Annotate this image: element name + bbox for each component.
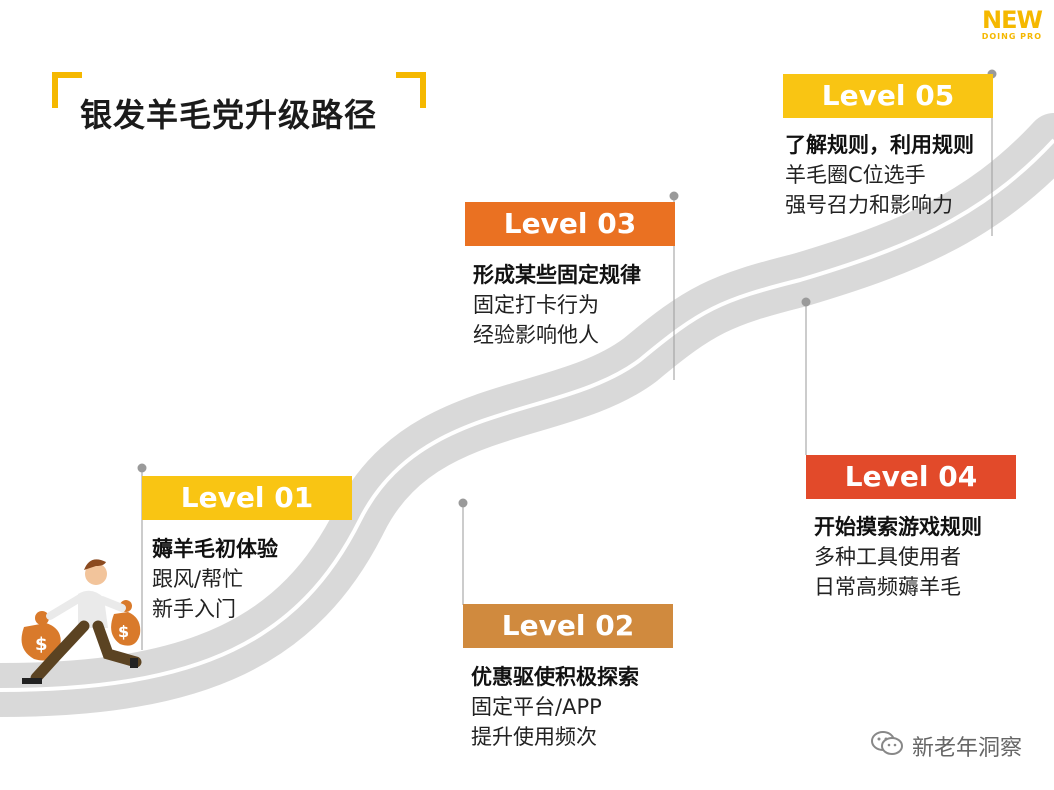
level-04-badge: Level 04 <box>806 455 1016 499</box>
level-01-line: 新手入门 <box>152 597 236 621</box>
wechat-icon <box>870 730 904 762</box>
level-02-heading: 优惠驱使积极探索 <box>471 665 639 689</box>
level-01-badge: Level 01 <box>142 476 352 520</box>
level-02-badge: Level 02 <box>463 604 673 648</box>
logo-subtitle: DOING PRO <box>981 32 1042 41</box>
level-01-heading: 薅羊毛初体验 <box>152 537 278 561</box>
page-title: 银发羊毛党升级路径 <box>80 96 378 134</box>
level-01-description: 薅羊毛初体验 跟风/帮忙 新手入门 <box>152 534 278 624</box>
svg-text:$: $ <box>35 634 48 655</box>
level-03-line: 固定打卡行为 <box>473 293 599 317</box>
title-bracket-right <box>396 72 426 108</box>
level-04-line: 多种工具使用者 <box>814 545 961 569</box>
level-05-line: 羊毛圈C位选手 <box>785 163 926 187</box>
title-bracket-left <box>52 72 82 108</box>
watermark: 新老年洞察 <box>870 730 1022 762</box>
watermark-text: 新老年洞察 <box>911 736 1022 761</box>
level-01-line: 跟风/帮忙 <box>152 567 244 591</box>
logo: NEW <box>982 6 1043 34</box>
level-03-line: 经验影响他人 <box>473 323 599 347</box>
level-05-description: 了解规则，利用规则 羊毛圈C位选手 强号召力和影响力 <box>785 130 974 220</box>
level-03-heading: 形成某些固定规律 <box>473 263 641 287</box>
svg-text:$: $ <box>118 622 129 641</box>
money-bag-icon: $ <box>21 611 61 661</box>
level-04-heading: 开始摸索游戏规则 <box>814 515 982 539</box>
level-05-heading: 了解规则，利用规则 <box>785 133 974 157</box>
level-03-description: 形成某些固定规律 固定打卡行为 经验影响他人 <box>473 260 641 350</box>
level-02-line: 固定平台/APP <box>471 695 602 719</box>
running-man-icon: $ $ <box>14 552 144 697</box>
level-05-badge: Level 05 <box>783 74 993 118</box>
level-04-description: 开始摸索游戏规则 多种工具使用者 日常高频薅羊毛 <box>814 512 982 602</box>
level-04-line: 日常高频薅羊毛 <box>814 575 961 599</box>
level-02-description: 优惠驱使积极探索 固定平台/APP 提升使用频次 <box>471 662 639 752</box>
level-03-badge: Level 03 <box>465 202 675 246</box>
level-02-line: 提升使用频次 <box>471 725 597 749</box>
level-05-line: 强号召力和影响力 <box>785 193 953 217</box>
